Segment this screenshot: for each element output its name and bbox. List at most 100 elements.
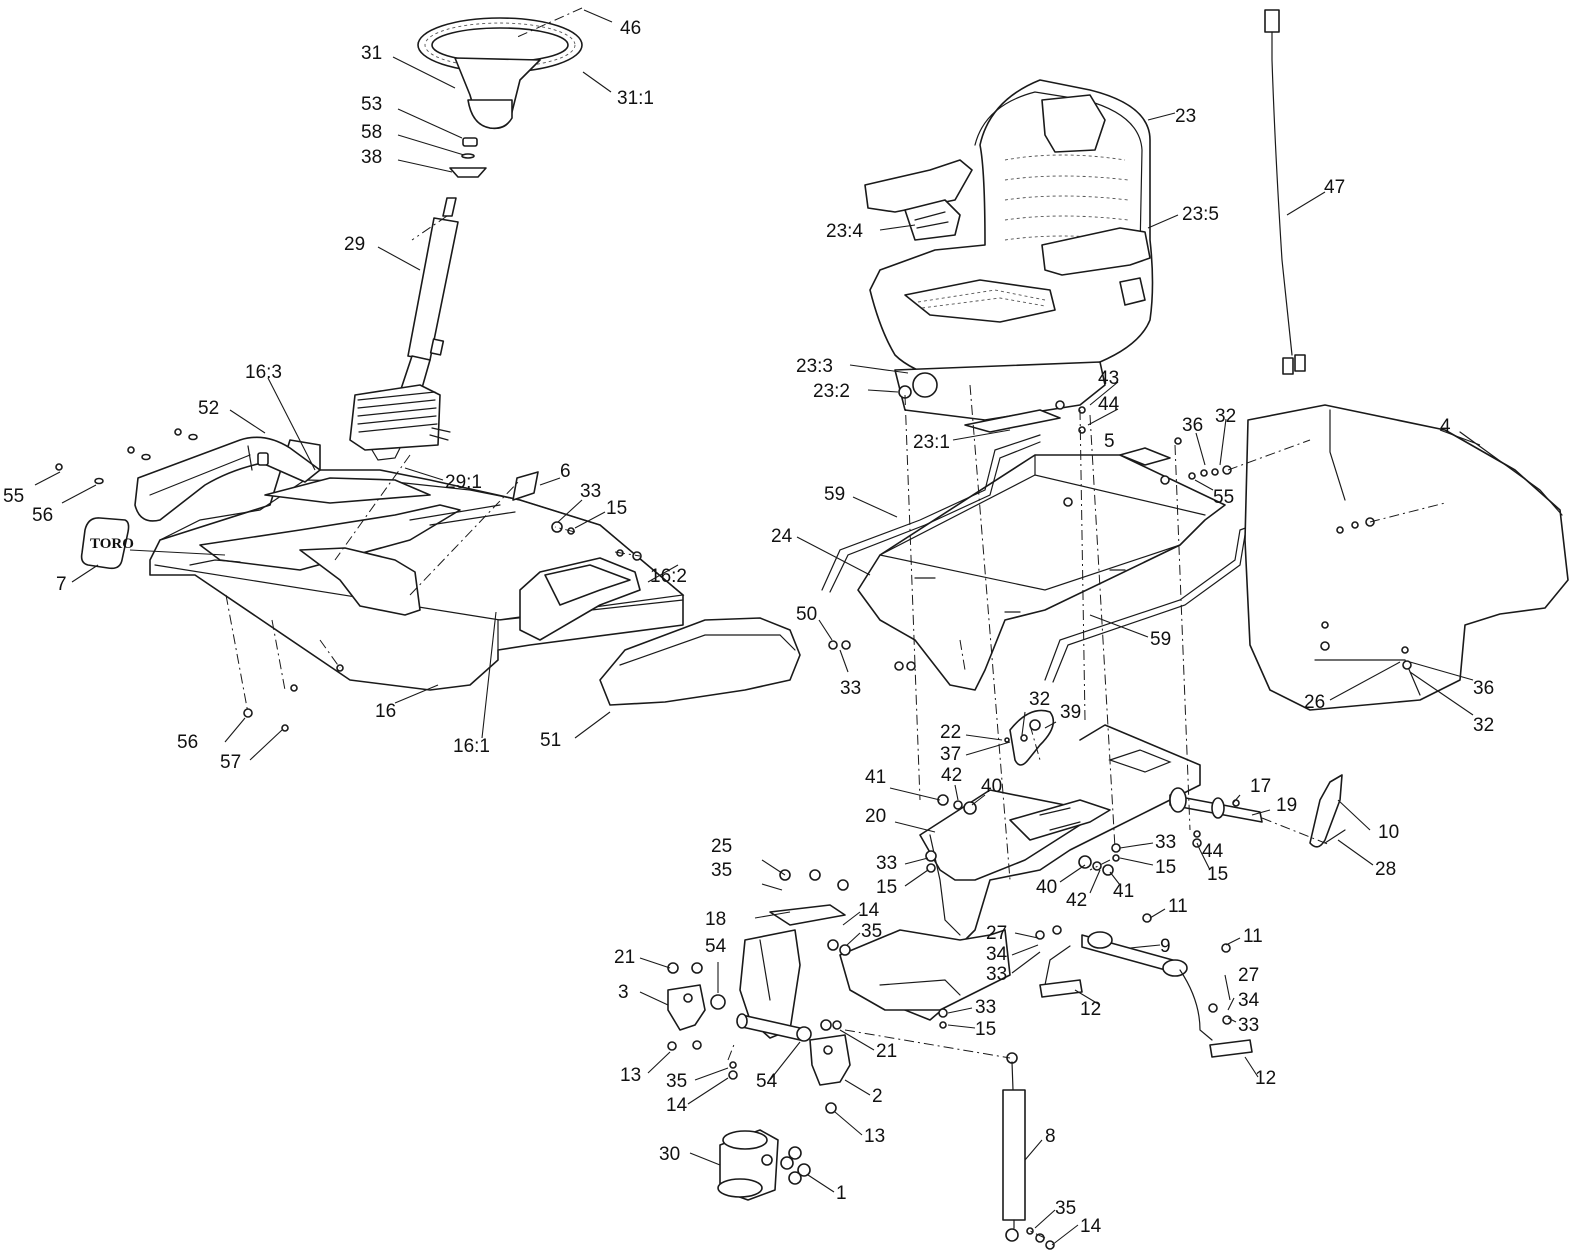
callout-35-upper: 35	[711, 860, 732, 881]
steering-washer	[461, 153, 475, 159]
callout-12-right: 12	[1255, 1068, 1276, 1089]
callout-34-right: 34	[1238, 990, 1260, 1011]
bolt-55-washers	[55, 428, 642, 732]
callout-31-1: 31:1	[617, 88, 654, 109]
floor-pan	[149, 439, 685, 691]
callout-46: 46	[620, 18, 641, 39]
callout-58: 58	[361, 122, 382, 143]
callout-15-frame-left: 15	[876, 877, 897, 898]
callout-10: 10	[1378, 822, 1399, 843]
callout-14-lower: 14	[666, 1095, 688, 1116]
rear-fender	[1244, 404, 1569, 711]
callout-32-top: 32	[1215, 406, 1236, 427]
callout-32-fender: 32	[1473, 715, 1494, 736]
callout-1: 1	[836, 1183, 847, 1204]
callout-56-left: 56	[32, 505, 53, 526]
callout-24: 24	[771, 526, 793, 547]
callout-27-right: 27	[1238, 965, 1259, 986]
seat-pan	[857, 454, 1226, 691]
callout-27-left: 27	[986, 923, 1007, 944]
callout-34-left: 34	[986, 944, 1008, 965]
left-armrest-trim	[134, 436, 321, 522]
callout-54-left: 54	[705, 936, 727, 957]
callout-56-bottom: 56	[177, 732, 198, 753]
steering-column	[349, 197, 459, 461]
callout-23-2: 23:2	[813, 381, 850, 402]
callout-2: 2	[872, 1086, 883, 1107]
callout-29: 29	[344, 234, 365, 255]
callout-33-frame-right: 33	[1155, 832, 1176, 853]
steering-cap	[449, 167, 487, 178]
callout-47: 47	[1324, 177, 1345, 198]
callout-21-right: 21	[876, 1041, 897, 1062]
callout-36-fender: 36	[1473, 678, 1494, 699]
latch	[1009, 709, 1055, 766]
callout-16-2: 16:2	[650, 566, 687, 587]
callout-12-left: 12	[1080, 999, 1101, 1020]
callout-14-upper: 14	[858, 900, 880, 921]
callout-44-seat: 44	[1098, 394, 1120, 415]
callout-57: 57	[220, 752, 241, 773]
left-pivot-bracket	[667, 984, 706, 1031]
callout-14-spring: 14	[1080, 1216, 1102, 1237]
callout-37: 37	[940, 744, 961, 765]
hydraulic-valve	[717, 1129, 779, 1201]
seat	[864, 79, 1154, 433]
wiring-harness	[1264, 9, 1306, 375]
hardware-fasteners	[667, 406, 1412, 1250]
seat-rail-left	[821, 434, 1041, 593]
assembly-center-lines	[225, 7, 1446, 1239]
callout-16: 16	[375, 701, 396, 722]
callout-23-1: 23:1	[913, 432, 950, 453]
linkage-rod	[1044, 931, 1213, 1041]
callout-23: 23	[1175, 106, 1196, 127]
callout-55-right: 55	[1213, 487, 1234, 508]
callout-31: 31	[361, 43, 382, 64]
callout-33-pan: 33	[580, 481, 601, 502]
callout-18: 18	[705, 909, 726, 930]
callout-53: 53	[361, 94, 382, 115]
callout-35-lower: 35	[666, 1071, 687, 1092]
callout-25: 25	[711, 836, 732, 857]
callout-16-1: 16:1	[453, 736, 490, 757]
callout-21-left: 21	[614, 947, 635, 968]
callout-43: 43	[1098, 368, 1119, 389]
callout-42-right: 42	[1066, 890, 1087, 911]
callout-33-frame-left: 33	[876, 853, 897, 874]
callout-9: 9	[1160, 936, 1171, 957]
seat-frame	[839, 724, 1201, 1021]
callout-15-frame-far: 15	[1207, 864, 1228, 885]
callout-19: 19	[1276, 795, 1297, 816]
callout-15-frame-right: 15	[1155, 857, 1176, 878]
callout-leaders	[34, 9, 1481, 1246]
callout-20: 20	[865, 806, 886, 827]
mount-bracket-left	[1039, 979, 1083, 998]
callout-23-3: 23:3	[796, 356, 833, 377]
callout-35-mid: 35	[861, 921, 882, 942]
callout-38: 38	[361, 147, 382, 168]
callout-55-left: 55	[3, 486, 24, 507]
fitting-group	[780, 1146, 811, 1185]
callout-7: 7	[56, 574, 67, 595]
steering-nut	[462, 137, 478, 147]
callout-13-left: 13	[620, 1065, 641, 1086]
right-fender-trim	[599, 617, 801, 706]
callout-5: 5	[1104, 431, 1115, 452]
steering-wheel	[417, 17, 583, 130]
callout-29-1: 29:1	[445, 472, 482, 493]
callout-41-right: 41	[1113, 881, 1134, 902]
callout-32-latch: 32	[1029, 689, 1050, 710]
callout-52: 52	[198, 398, 219, 419]
callout-51: 51	[540, 730, 561, 751]
callout-13-right: 13	[864, 1126, 885, 1147]
callout-26: 26	[1304, 692, 1325, 713]
callout-59-lower: 59	[1150, 629, 1171, 650]
callout-16-3: 16:3	[245, 362, 282, 383]
callout-50: 50	[796, 604, 817, 625]
pedal	[1309, 774, 1346, 848]
callout-54-right: 54	[756, 1071, 778, 1092]
callout-11-upper: 11	[1168, 896, 1188, 917]
mount-plate-18	[769, 904, 846, 926]
callout-28: 28	[1375, 859, 1396, 880]
